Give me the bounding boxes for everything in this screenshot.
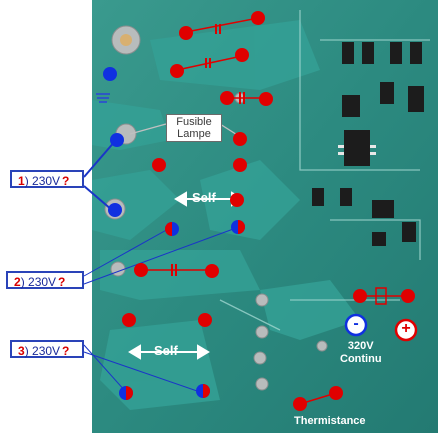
fuse-label: Fusible Lampe xyxy=(166,114,222,142)
callout-2: 2) 230V? xyxy=(6,271,84,289)
callout-1-question: ? xyxy=(62,174,70,188)
capacitor-symbols xyxy=(171,24,245,276)
callout-leaders-thin xyxy=(83,227,237,393)
callout-leaders xyxy=(83,139,117,211)
plus-badge xyxy=(394,318,418,342)
self-label-bottom: Self xyxy=(154,343,178,358)
diode-symbol xyxy=(375,287,387,305)
smd-components xyxy=(312,42,424,246)
minus-badge xyxy=(344,313,368,337)
fuse-label-line2: Lampe xyxy=(177,128,211,140)
silkscreen xyxy=(219,10,430,331)
thermistance-label: Thermistance xyxy=(294,415,366,427)
dc-voltage-label: 320V Continu xyxy=(340,340,382,366)
callout-3-text: ) 230V xyxy=(24,344,61,358)
callout-2-question: ? xyxy=(58,275,66,289)
callout-1-number: 1 xyxy=(18,174,25,188)
dc-voltage-line2: Continu xyxy=(340,353,382,365)
callout-1: 1) 230V? xyxy=(10,170,84,188)
screw-pad xyxy=(120,34,132,46)
plus-sign: + xyxy=(401,320,411,337)
minus-sign: - xyxy=(353,315,359,332)
callout-3: 3) 230V? xyxy=(10,340,84,358)
callout-2-text: ) 230V xyxy=(20,275,57,289)
smd-pads xyxy=(338,145,376,155)
self-label-top: Self xyxy=(192,190,216,205)
callout-1-text: ) 230V xyxy=(24,174,61,188)
callout-3-question: ? xyxy=(62,344,70,358)
fuse-label-line1: Fusible xyxy=(176,116,212,128)
red-markers xyxy=(122,11,415,411)
split-markers xyxy=(119,220,245,400)
callout-2-number: 2 xyxy=(14,275,21,289)
blue-markers xyxy=(103,67,124,217)
dc-voltage-line1: 320V xyxy=(347,340,374,352)
ground-symbol xyxy=(96,93,110,103)
callout-3-number: 3 xyxy=(18,344,25,358)
